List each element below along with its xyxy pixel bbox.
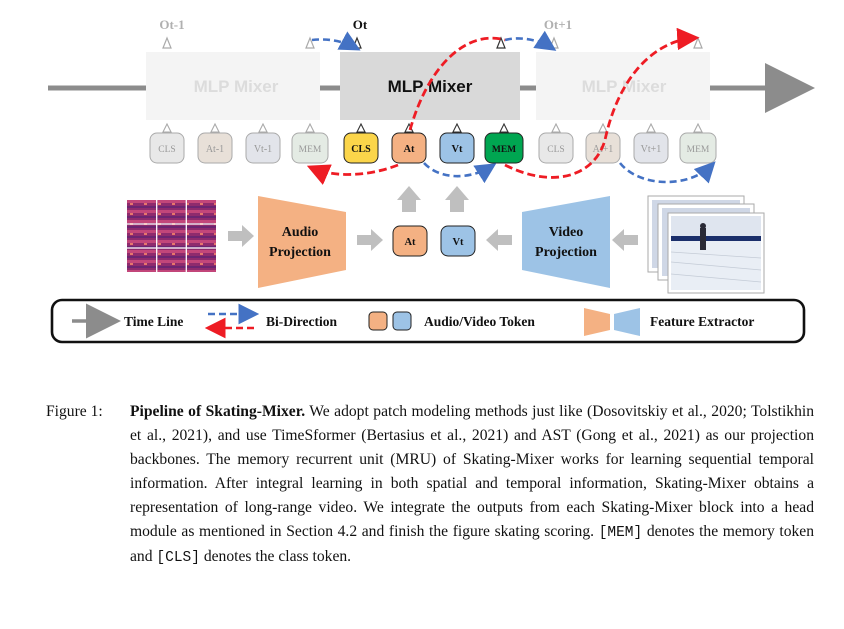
video-projection-shape xyxy=(522,196,610,288)
output-prev-label: Ot-1 xyxy=(159,17,184,32)
tokens-curr: CLS At Vt MEM xyxy=(343,132,524,164)
legend-audio-swatch xyxy=(368,311,388,331)
legend-time-line: Time Line xyxy=(124,314,183,329)
token-audio-next: At+1 xyxy=(593,144,614,155)
caption-cls-token: [CLS] xyxy=(156,550,200,566)
legend-feature-extractor: Feature Extractor xyxy=(650,314,754,329)
video-projection-label-1: Video xyxy=(549,225,583,240)
token-video-prev: Vt-1 xyxy=(254,144,272,155)
token-arrows xyxy=(162,122,703,133)
caption-label: Figure 1: xyxy=(46,403,103,420)
audio-projection-shape xyxy=(258,196,346,288)
token-cls-prev: CLS xyxy=(158,145,175,155)
audio-projection-label-1: Audio xyxy=(282,225,319,240)
caption-mem-token: [MEM] xyxy=(598,525,643,541)
arrow-audio-to-token xyxy=(357,229,383,251)
legend-video-swatch xyxy=(392,311,412,331)
legend-audio-video-token: Audio/Video Token xyxy=(424,314,535,329)
output-next-label: Ot+1 xyxy=(544,17,572,32)
video-projection-label-2: Projection xyxy=(535,245,597,260)
blue-bidirection-arrows xyxy=(311,30,716,184)
token-video-next: Vt+1 xyxy=(641,144,662,155)
mlp-mixer-prev-label: MLP Mixer xyxy=(194,77,279,96)
mlp-mixer-prev xyxy=(146,52,320,120)
spectrogram-image xyxy=(127,200,216,272)
arrow-frames-to-video xyxy=(612,229,638,251)
proj-token-video: Vt xyxy=(452,237,464,248)
red-bidirection-arrows xyxy=(306,27,700,185)
mlp-mixer-next xyxy=(536,52,710,120)
tokens-next: CLS At+1 Vt+1 MEM xyxy=(538,132,717,164)
legend-video-trapezoid xyxy=(614,308,640,336)
video-frames-image xyxy=(647,195,765,294)
token-mem-prev: MEM xyxy=(299,145,322,155)
caption-body: Pipeline of Skating-Mixer. We adopt patc… xyxy=(130,400,814,570)
token-audio-prev: At-1 xyxy=(206,144,224,155)
caption-title: Pipeline of Skating-Mixer. xyxy=(130,403,306,420)
token-audio-curr: At xyxy=(403,144,415,155)
token-video-curr: Vt xyxy=(451,144,463,155)
proj-token-audio: At xyxy=(404,237,416,248)
caption-text-1: We adopt patch modeling methods just lik… xyxy=(130,403,814,540)
pipeline-figure: MLP Mixer MLP Mixer MLP Mixer Ot-1 Ot Ot… xyxy=(48,17,815,344)
token-mem-next: MEM xyxy=(687,145,710,155)
arrow-video-to-token xyxy=(486,229,512,251)
projection-up-arrows xyxy=(397,186,469,212)
token-cls-curr: CLS xyxy=(351,144,371,155)
output-curr-label: Ot xyxy=(353,17,368,32)
output-arrows xyxy=(162,36,703,49)
tokens-prev: CLS At-1 Vt-1 MEM xyxy=(149,132,329,164)
legend-audio-trapezoid xyxy=(584,308,610,336)
legend-bi-direction: Bi-Direction xyxy=(266,314,337,329)
arrow-spectrogram-to-audio xyxy=(228,225,254,247)
caption-text-2: denotes the memory token and xyxy=(130,523,815,565)
mlp-mixer-curr-label: MLP Mixer xyxy=(388,77,473,96)
audio-projection-label-2: Projection xyxy=(269,245,331,260)
mlp-mixer-curr xyxy=(340,52,520,120)
token-cls-next: CLS xyxy=(547,145,564,155)
token-mem-curr: MEM xyxy=(492,145,516,155)
caption-text-3: denotes the class token. xyxy=(199,548,352,565)
